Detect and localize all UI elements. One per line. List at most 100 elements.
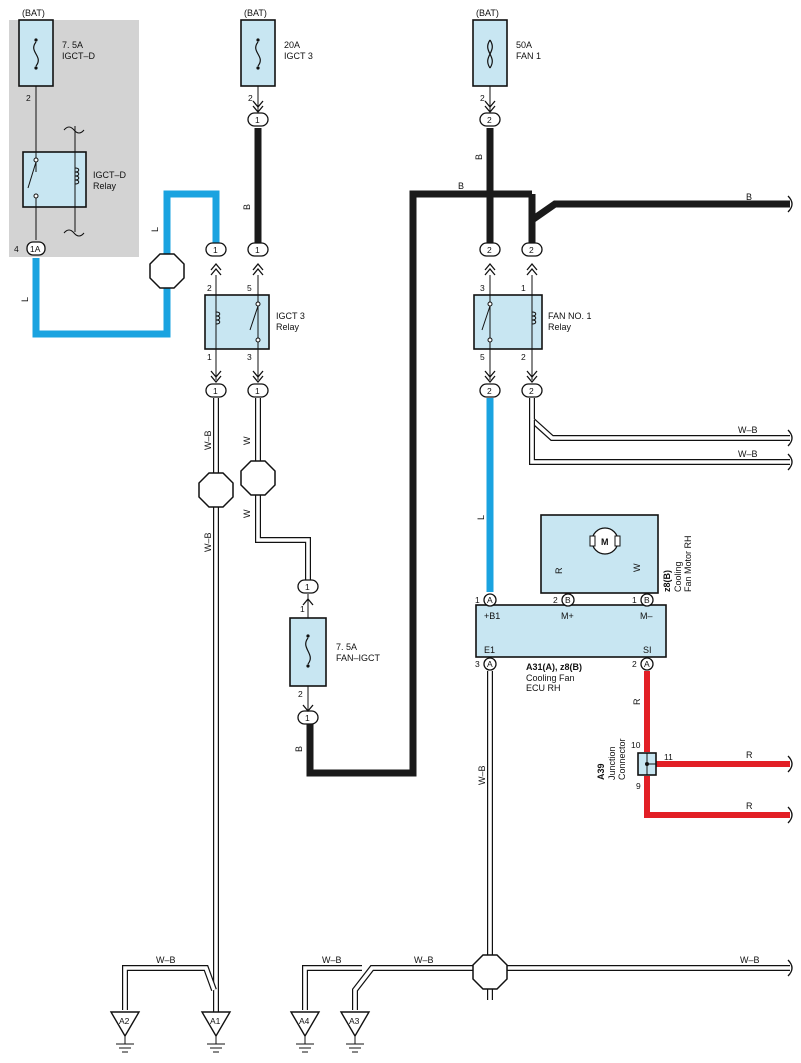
svg-text:L: L [20,297,30,302]
svg-text:z8(B): z8(B) [662,570,672,592]
svg-text:B: B [644,595,650,605]
wire-labels: L L B B B B B W W W W–B W–B W–B W–B W–B … [20,154,760,965]
ground-a1: A1 [200,1011,232,1053]
svg-text:IGCT 3: IGCT 3 [284,51,313,61]
svg-text:1: 1 [632,595,637,605]
svg-text:E1: E1 [484,645,495,655]
conn-igct3-top: 1 [247,112,269,127]
svg-text:3: 3 [247,352,252,362]
svg-text:W–B: W–B [322,955,342,965]
connector-markers: 1 2 1 1 2 2 1 1 2 2 1 1 [205,112,543,725]
double-wires [122,398,790,1015]
svg-text:2: 2 [529,386,534,396]
svg-text:B: B [746,192,752,202]
svg-text:R: R [632,698,642,705]
ecu-cooling-fan: +B1 M+ M– E1 SI A31(A), z8(B) Cooling Fa… [475,593,667,693]
svg-text:FAN–IGCT: FAN–IGCT [336,653,381,663]
svg-text:Junction: Junction [607,746,617,780]
svg-text:1: 1 [255,245,260,255]
svg-text:1: 1 [207,352,212,362]
svg-text:W: W [242,436,252,445]
svg-text:2: 2 [521,352,526,362]
svg-text:1: 1 [521,283,526,293]
svg-text:A39: A39 [596,763,606,780]
svg-text:3: 3 [480,283,485,293]
fuse-igct3: (BAT) 20A IGCT 3 2 [240,8,313,112]
splice-l [149,253,185,289]
svg-text:7. 5A: 7. 5A [62,40,83,50]
svg-text:M: M [601,537,609,547]
svg-text:IGCT–D: IGCT–D [93,170,127,180]
svg-text:W–B: W–B [203,532,213,552]
svg-text:4: 4 [14,244,19,254]
motor-rh: M z8(B) Cooling Fan Motor RH [540,514,693,594]
svg-text:A2: A2 [119,1016,130,1026]
svg-text:W–B: W–B [740,955,760,965]
svg-text:B: B [294,746,304,752]
conn-relay3-out-r: 1 [247,383,269,398]
svg-text:FAN NO. 1: FAN NO. 1 [548,311,592,321]
svg-text:1: 1 [305,582,310,592]
conn-relay3-in-r: 1 [247,242,269,257]
svg-text:2: 2 [632,659,637,669]
svg-text:2: 2 [248,93,253,103]
svg-text:7. 5A: 7. 5A [336,642,357,652]
relay-fan1: 3 1 5 2 FAN NO. 1 Relay [473,275,592,380]
svg-text:A4: A4 [299,1016,310,1026]
splice-ground [472,954,508,990]
continuation-marks [787,195,793,977]
svg-text:A31(A), z8(B): A31(A), z8(B) [526,662,582,672]
conn-fanigct-top: 1 [297,579,319,594]
svg-text:(BAT): (BAT) [476,8,499,18]
conn-relay1-in-l: 2 [479,242,501,257]
svg-text:Connector: Connector [617,738,627,780]
svg-text:Relay: Relay [276,322,300,332]
svg-text:L: L [150,227,160,232]
fuse-fanigct: 7. 5A FAN–IGCT 1 2 [289,594,381,710]
wire-r-j9 [644,776,790,818]
svg-text:W–B: W–B [414,955,434,965]
svg-text:3: 3 [475,659,480,669]
svg-text:B: B [474,154,484,160]
conn-relay3-in-l: 1 [205,242,227,257]
svg-text:B: B [458,181,464,191]
svg-text:1: 1 [213,245,218,255]
svg-text:50A: 50A [516,40,532,50]
svg-text:2: 2 [529,245,534,255]
wire-b-fanigct [306,190,532,777]
svg-text:W–B: W–B [477,765,487,785]
svg-text:M–: M– [640,611,653,621]
ground-a2: A2 [109,1011,141,1053]
svg-text:1: 1 [255,386,260,396]
svg-text:(BAT): (BAT) [22,8,45,18]
svg-text:2: 2 [487,245,492,255]
svg-text:A: A [487,595,493,605]
splice-wb [198,472,234,508]
svg-text:W: W [632,563,642,572]
relay-igctd: IGCT–D Relay 1A 4 [14,126,127,256]
svg-text:A: A [644,659,650,669]
svg-text:IGCT 3: IGCT 3 [276,311,305,321]
svg-text:SI: SI [643,645,652,655]
fuse-igctd: (BAT) 7. 5A IGCT–D 2 [18,8,96,152]
svg-text:W–B: W–B [203,430,213,450]
svg-text:+B1: +B1 [484,611,500,621]
svg-text:A1: A1 [210,1016,221,1026]
svg-text:Fan Motor RH: Fan Motor RH [683,535,693,592]
svg-text:Relay: Relay [548,322,572,332]
svg-text:A: A [487,659,493,669]
svg-text:2: 2 [207,283,212,293]
svg-text:ECU RH: ECU RH [526,683,561,693]
svg-text:2: 2 [298,689,303,699]
conn-relay1-out-r: 2 [521,383,543,398]
relay-igct3: 2 5 1 3 IGCT 3 Relay [204,275,305,380]
splice-w [240,460,276,496]
svg-text:20A: 20A [284,40,300,50]
svg-text:W–B: W–B [156,955,176,965]
svg-text:Relay: Relay [93,181,117,191]
junction-a39: 10 11 9 A39 Junction Connector [596,738,673,791]
svg-text:W–B: W–B [738,425,758,435]
svg-text:W–B: W–B [738,449,758,459]
svg-text:5: 5 [247,283,252,293]
